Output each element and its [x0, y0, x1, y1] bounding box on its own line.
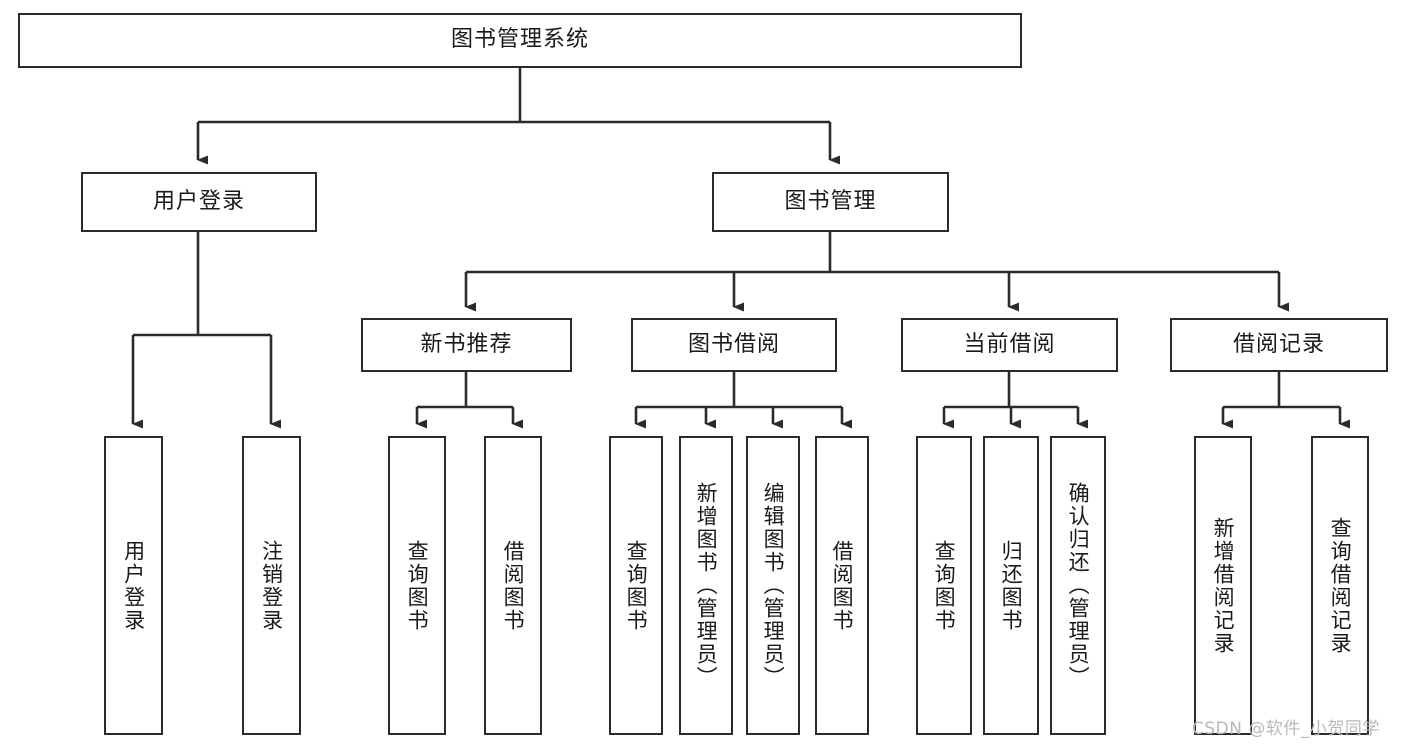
node-current-borrow[interactable]: 当前借阅: [901, 318, 1118, 372]
node-leaf-edit-book[interactable]: 编辑图书（管理员）: [746, 436, 800, 735]
node-user-login-label: 用户登录: [152, 188, 245, 214]
node-book-borrow[interactable]: 图书借阅: [631, 318, 837, 372]
node-leaf-query-record-label: 查询借阅记录: [1328, 516, 1353, 655]
node-leaf-borrow-book-2[interactable]: 借阅图书: [815, 436, 869, 735]
node-leaf-query-book-1-label: 查询图书: [405, 539, 430, 632]
node-leaf-confirm-return[interactable]: 确认归还（管理员）: [1050, 436, 1106, 735]
node-current-borrow-label: 当前借阅: [963, 331, 1056, 357]
node-leaf-confirm-return-label: 确认归还（管理员）: [1066, 482, 1091, 689]
node-leaf-query-record[interactable]: 查询借阅记录: [1311, 436, 1369, 735]
node-user-login[interactable]: 用户登录: [81, 172, 317, 232]
node-borrow-record[interactable]: 借阅记录: [1170, 318, 1388, 372]
csdn-watermark: CSDN @软件_小贺同学: [1192, 719, 1380, 739]
node-leaf-return-book[interactable]: 归还图书: [983, 436, 1039, 735]
node-book-manage[interactable]: 图书管理: [712, 172, 949, 232]
node-leaf-query-book-1[interactable]: 查询图书: [388, 436, 446, 735]
node-book-borrow-label: 图书借阅: [687, 331, 780, 357]
node-book-manage-label: 图书管理: [784, 188, 877, 214]
node-leaf-query-book-3[interactable]: 查询图书: [916, 436, 972, 735]
node-leaf-user-logout[interactable]: 注销登录: [242, 436, 301, 735]
node-borrow-record-label: 借阅记录: [1232, 331, 1325, 357]
node-leaf-add-book[interactable]: 新增图书（管理员）: [679, 436, 733, 735]
node-leaf-add-book-label: 新增图书（管理员）: [694, 482, 719, 689]
node-leaf-return-book-label: 归还图书: [999, 539, 1024, 632]
node-leaf-borrow-book-1-label: 借阅图书: [501, 539, 526, 632]
node-leaf-edit-book-label: 编辑图书（管理员）: [761, 482, 786, 689]
node-leaf-borrow-book-2-label: 借阅图书: [830, 539, 855, 632]
node-new-book-rec[interactable]: 新书推荐: [361, 318, 572, 372]
node-leaf-borrow-book-1[interactable]: 借阅图书: [484, 436, 542, 735]
node-leaf-add-record[interactable]: 新增借阅记录: [1194, 436, 1252, 735]
node-root[interactable]: 图书管理系统: [18, 13, 1022, 68]
node-leaf-query-book-2[interactable]: 查询图书: [609, 436, 663, 735]
node-leaf-query-book-2-label: 查询图书: [624, 539, 649, 632]
node-leaf-user-logout-label: 注销登录: [259, 539, 284, 632]
node-leaf-user-login-label: 用户登录: [121, 539, 146, 632]
node-new-book-rec-label: 新书推荐: [420, 331, 513, 357]
node-root-label: 图书管理系统: [450, 27, 589, 53]
node-leaf-query-book-3-label: 查询图书: [932, 539, 957, 632]
node-leaf-add-record-label: 新增借阅记录: [1211, 516, 1236, 655]
node-leaf-user-login[interactable]: 用户登录: [104, 436, 163, 735]
